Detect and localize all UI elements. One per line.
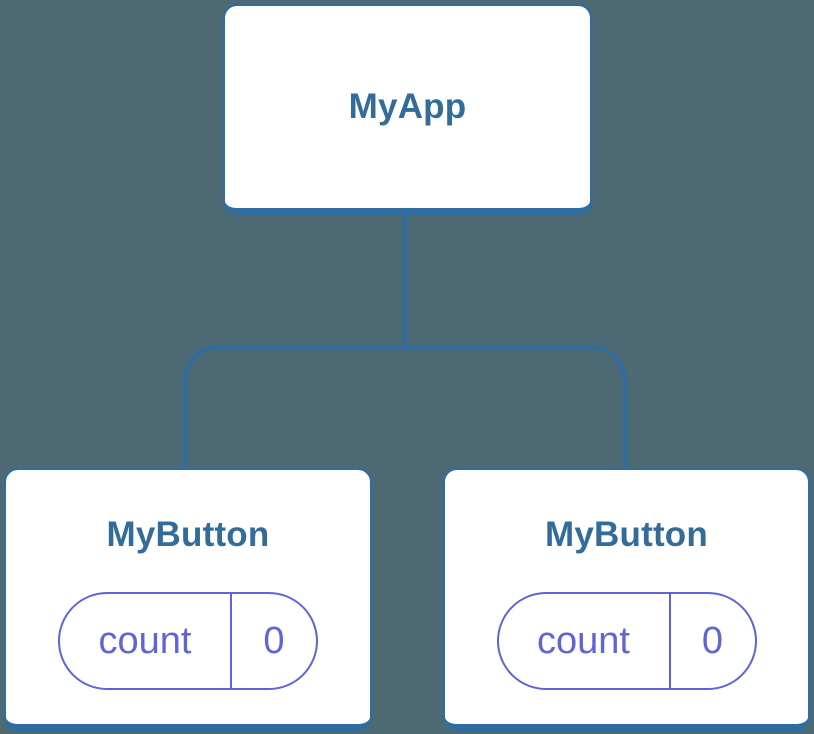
component-label: MyButton bbox=[106, 515, 270, 554]
state-value: 0 bbox=[668, 594, 755, 688]
state-key-label: count bbox=[98, 619, 192, 662]
component-node-child-1: MyButton count 0 bbox=[4, 468, 372, 731]
state-value: 0 bbox=[230, 594, 316, 688]
component-label: MyButton bbox=[545, 515, 708, 554]
connector-branch bbox=[183, 345, 627, 470]
component-node-root: MyApp bbox=[223, 4, 592, 215]
connector-stem bbox=[403, 215, 407, 346]
component-label: MyApp bbox=[348, 87, 467, 126]
state-pill: count 0 bbox=[496, 592, 757, 690]
state-pill: count 0 bbox=[58, 592, 318, 690]
state-key-label: count bbox=[537, 619, 630, 662]
component-node-child-2: MyButton count 0 bbox=[443, 468, 810, 731]
